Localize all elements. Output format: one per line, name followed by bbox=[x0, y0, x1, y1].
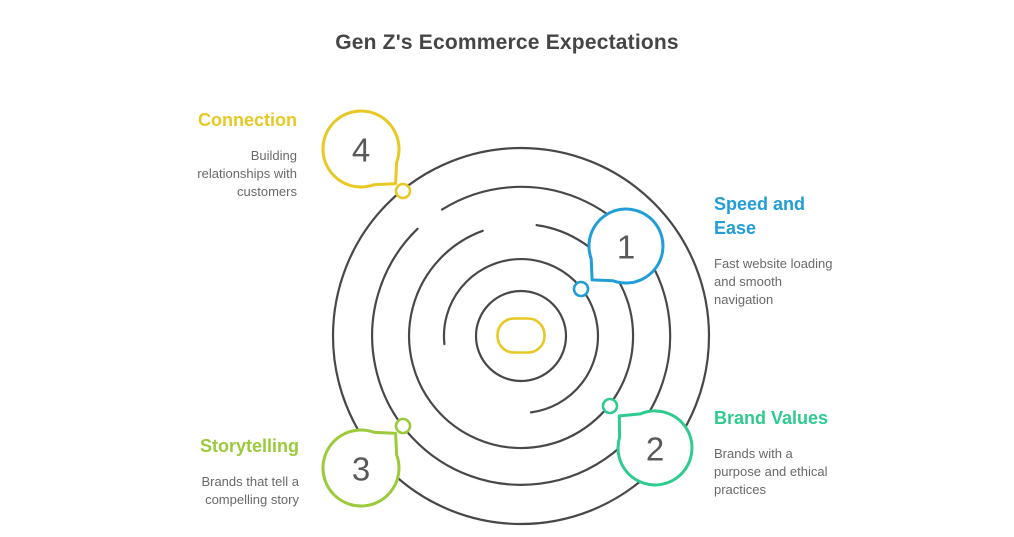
bubble-3-number: 3 bbox=[351, 450, 371, 488]
item-storytelling-heading: Storytelling bbox=[199, 436, 299, 456]
bubble-4-shape bbox=[321, 109, 401, 189]
item-brand-values: Brand Values Brands with a purpose and e… bbox=[714, 406, 834, 499]
item-speed-and-ease-description: Fast website loading and smooth navigati… bbox=[714, 256, 833, 307]
node-2 bbox=[601, 397, 619, 415]
node-3 bbox=[394, 417, 412, 435]
ring-4 bbox=[371, 185, 672, 486]
item-brand-values-description: Brands with a purpose and ethical practi… bbox=[714, 446, 828, 497]
item-storytelling: Storytelling Brands that tell a compelli… bbox=[181, 434, 299, 509]
center-oval bbox=[496, 317, 546, 354]
bubble-1-number: 1 bbox=[616, 228, 636, 266]
bubble-4-number: 4 bbox=[351, 131, 371, 169]
bubble-3-shape bbox=[321, 428, 401, 508]
item-storytelling-description: Brands that tell a compelling story bbox=[201, 474, 299, 507]
item-connection-description: Building relationships with customers bbox=[197, 148, 297, 199]
bubble-1-shape bbox=[587, 207, 665, 285]
bubble-2-number: 2 bbox=[645, 430, 665, 468]
node-4 bbox=[394, 182, 412, 200]
item-speed-and-ease-heading: Speed and Ease bbox=[714, 194, 806, 238]
ring-1 bbox=[474, 289, 568, 383]
item-brand-values-heading: Brand Values bbox=[714, 408, 829, 428]
item-connection-heading: Connection bbox=[198, 110, 297, 130]
ring-5 bbox=[331, 146, 711, 526]
node-1 bbox=[572, 280, 590, 298]
bubble-2-shape bbox=[616, 409, 694, 487]
item-connection: Connection Building relationships with c… bbox=[179, 108, 297, 201]
ring-2 bbox=[442, 257, 600, 414]
item-speed-and-ease: Speed and Ease Fast website loading and … bbox=[714, 192, 838, 309]
page-title: Gen Z's Ecommerce Expectations bbox=[335, 31, 679, 54]
node-markers bbox=[394, 182, 619, 435]
